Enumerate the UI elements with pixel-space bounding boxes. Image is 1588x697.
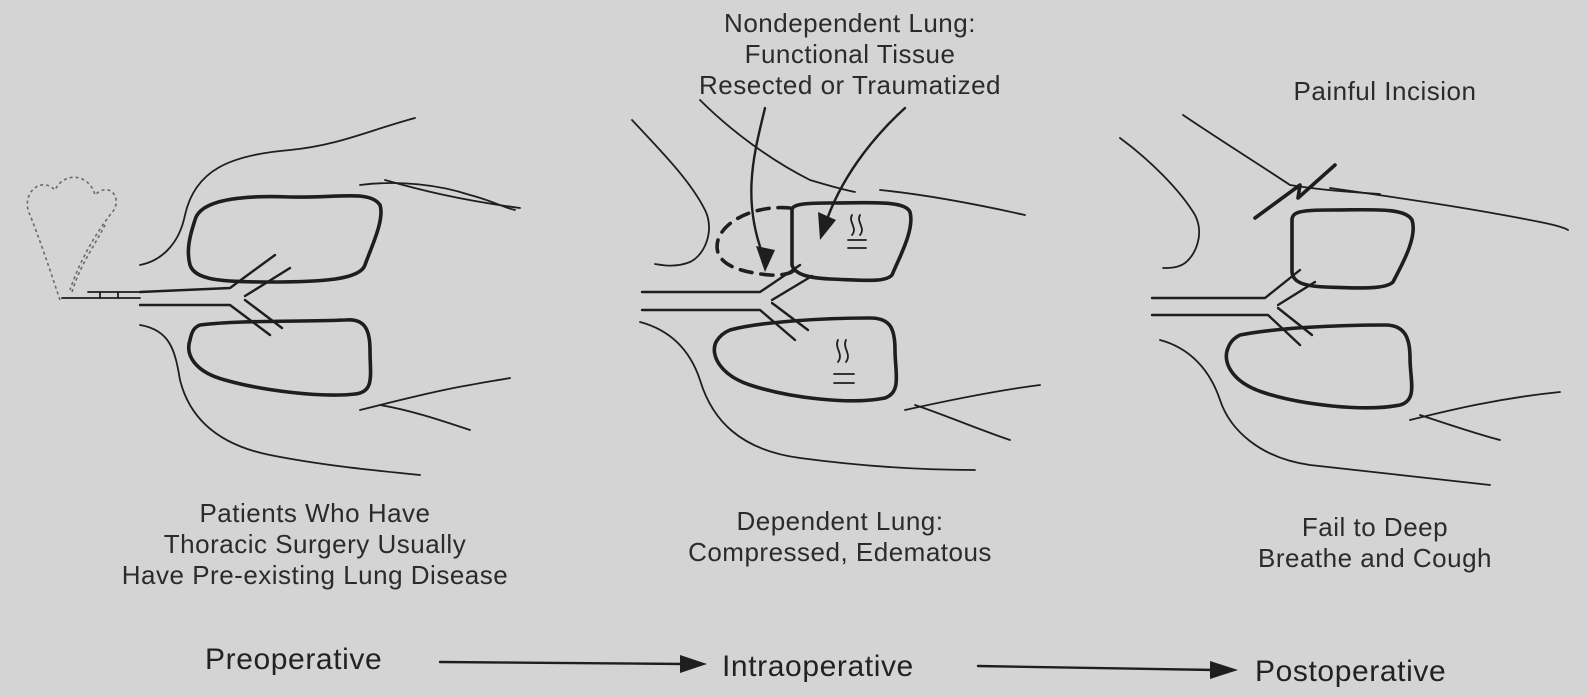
cigarette-icon — [62, 292, 140, 298]
caption-line: Compressed, Edematous — [630, 537, 1050, 568]
postoperative-caption: Fail to Deep Breathe and Cough — [1205, 512, 1545, 574]
caption-line: Functional Tissue — [650, 39, 1050, 70]
postoperative-panel — [1120, 115, 1568, 485]
stage-postoperative: Postoperative — [1255, 655, 1446, 689]
upper-lung — [1292, 210, 1413, 288]
edema-icon — [834, 340, 854, 383]
caption-line: Thoracic Surgery Usually — [60, 529, 570, 560]
caption-line: Resected or Traumatized — [650, 70, 1050, 101]
caption-line: Breathe and Cough — [1205, 543, 1545, 574]
resected-lung-portion — [717, 208, 795, 276]
caption-line: Painful Incision — [1235, 76, 1535, 107]
stage-preoperative: Preoperative — [205, 643, 382, 677]
caption-line: Dependent Lung: — [630, 506, 1050, 537]
caption-line: Have Pre-existing Lung Disease — [60, 560, 570, 591]
preoperative-panel — [27, 118, 520, 475]
lower-lung — [1226, 325, 1411, 408]
body-outline-lower — [140, 325, 420, 475]
painful-incision-caption: Painful Incision — [1235, 76, 1535, 107]
edema-icon — [848, 215, 866, 248]
timeline-arrow-2 — [978, 661, 1238, 679]
nondependent-lung-caption: Nondependent Lung: Functional Tissue Res… — [650, 8, 1050, 101]
timeline-arrow-1 — [440, 655, 707, 673]
intraoperative-panel — [632, 100, 1040, 470]
stage-intraoperative: Intraoperative — [722, 650, 914, 684]
airway — [642, 265, 812, 340]
arrow-to-resected-lung — [751, 108, 775, 272]
caption-line: Nondependent Lung: — [650, 8, 1050, 39]
caption-line: Patients Who Have — [60, 498, 570, 529]
smoke-icon — [27, 177, 116, 300]
lower-lung — [189, 320, 371, 395]
caption-line: Fail to Deep — [1205, 512, 1545, 543]
upper-lung — [188, 196, 381, 282]
preoperative-caption: Patients Who Have Thoracic Surgery Usual… — [60, 498, 570, 591]
intraoperative-caption: Dependent Lung: Compressed, Edematous — [630, 506, 1050, 568]
arrow-to-traumatized-lung — [818, 108, 905, 240]
airway — [1152, 270, 1315, 345]
dependent-lung — [714, 318, 896, 401]
